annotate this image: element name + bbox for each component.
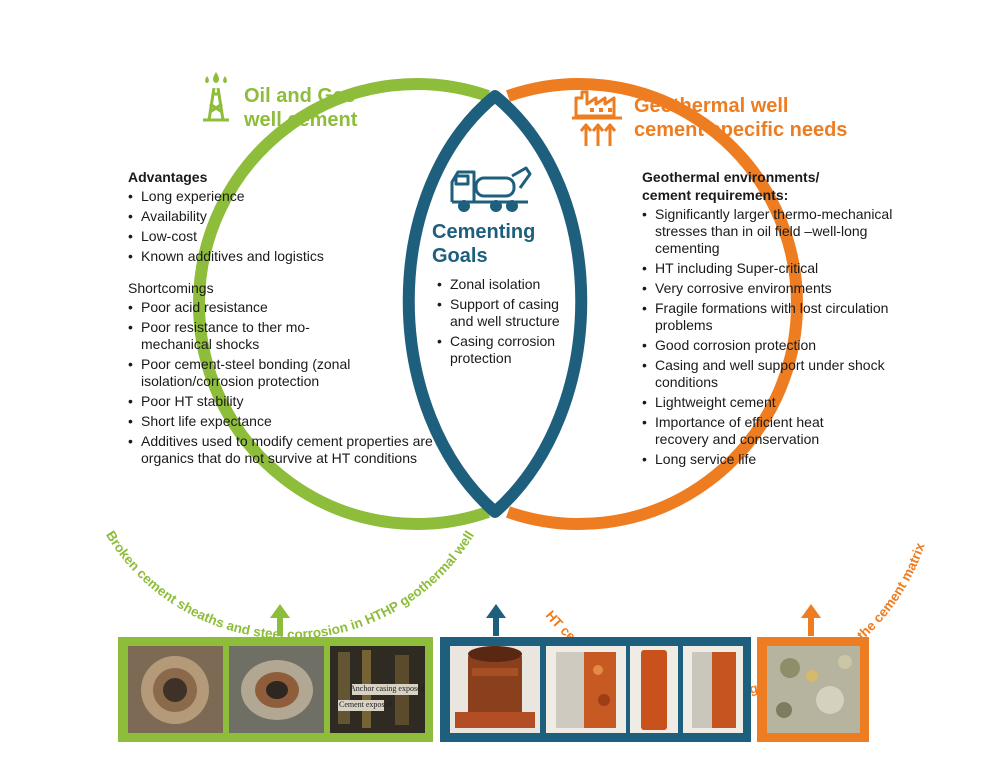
photo-corroded-casing	[450, 646, 540, 733]
shortcomings-header: Shortcomings	[128, 280, 214, 296]
left-arc-caption: Broken cement sheaths and steel corrosio…	[103, 528, 477, 642]
arrow-up-orange	[801, 604, 821, 636]
list-item: Availability	[128, 208, 386, 225]
list-item: Long service life	[642, 451, 914, 468]
advantages-list: Long experience Availability Low-cost Kn…	[128, 188, 386, 265]
cement-truck-icon	[448, 160, 538, 219]
list-item: Lightweight cement	[642, 394, 914, 411]
list-item: Short life expectance	[128, 413, 386, 430]
geothermal-plant-icon	[572, 84, 624, 153]
list-item: HT including Super-critical	[642, 260, 914, 277]
list-item: Importance of efficient heat recovery an…	[642, 414, 855, 448]
photo-label-anchor-casing: Anchor casing exposed	[350, 684, 425, 693]
oil-gas-title: Oil and Gas well cement	[244, 85, 358, 131]
photo-casing-exposed	[330, 646, 425, 733]
list-item: Significantly larger thermo-mechanical s…	[642, 206, 917, 257]
advantages-header: Advantages	[128, 169, 208, 185]
photo-cement-sample-3	[683, 646, 743, 733]
arrow-up-blue	[486, 604, 506, 636]
list-item: Casing and well support under shock cond…	[642, 357, 905, 391]
arrow-up-green	[270, 604, 290, 636]
shortcomings-list: Poor acid resistance Poor resistance to …	[128, 299, 433, 467]
list-item: Poor acid resistance	[128, 299, 386, 316]
list-item: Poor resistance to ther mo-mechanical sh…	[128, 319, 321, 353]
geothermal-requirements-header: Geothermal environments/cement requireme…	[642, 169, 820, 203]
oil-gas-content: Advantages Long experience Availability …	[128, 168, 433, 470]
list-item: Poor cement-steel bonding (zonal isolati…	[128, 356, 391, 390]
geothermal-needs-list: Significantly larger thermo-mechanical s…	[642, 206, 914, 468]
geothermal-content: Geothermal environments/cement requireme…	[642, 168, 914, 471]
list-item: Fragile formations with lost circulation…	[642, 300, 917, 334]
cementing-goals-title: Cementing Goals	[432, 221, 536, 267]
cementing-goals-list: Zonal isolation Support of casing and we…	[437, 276, 577, 370]
photo-cement-sample-1	[546, 646, 626, 733]
list-item: Known additives and logistics	[128, 248, 386, 265]
list-item: Low-cost	[128, 228, 386, 245]
list-item: Zonal isolation	[437, 276, 577, 293]
list-item: Poor HT stability	[128, 393, 386, 410]
list-item: Good corrosion protection	[642, 337, 914, 354]
photo-broken-sheath-1	[128, 646, 223, 733]
list-item: Additives used to modify cement properti…	[128, 433, 441, 467]
list-item: Long experience	[128, 188, 386, 205]
list-item: Very corrosive environments	[642, 280, 914, 297]
list-item: Casing corrosion protection	[437, 333, 577, 367]
photo-organic-inclusions	[767, 646, 860, 733]
list-item: Support of casing and well structure	[437, 296, 577, 330]
photo-label-cement: Cement exposed	[339, 700, 393, 709]
photo-cement-sample-2	[630, 646, 678, 733]
photo-broken-sheath-2	[229, 646, 324, 733]
geothermal-title: Geothermal well cement specific needs	[634, 95, 848, 141]
oil-derrick-icon	[198, 68, 234, 127]
